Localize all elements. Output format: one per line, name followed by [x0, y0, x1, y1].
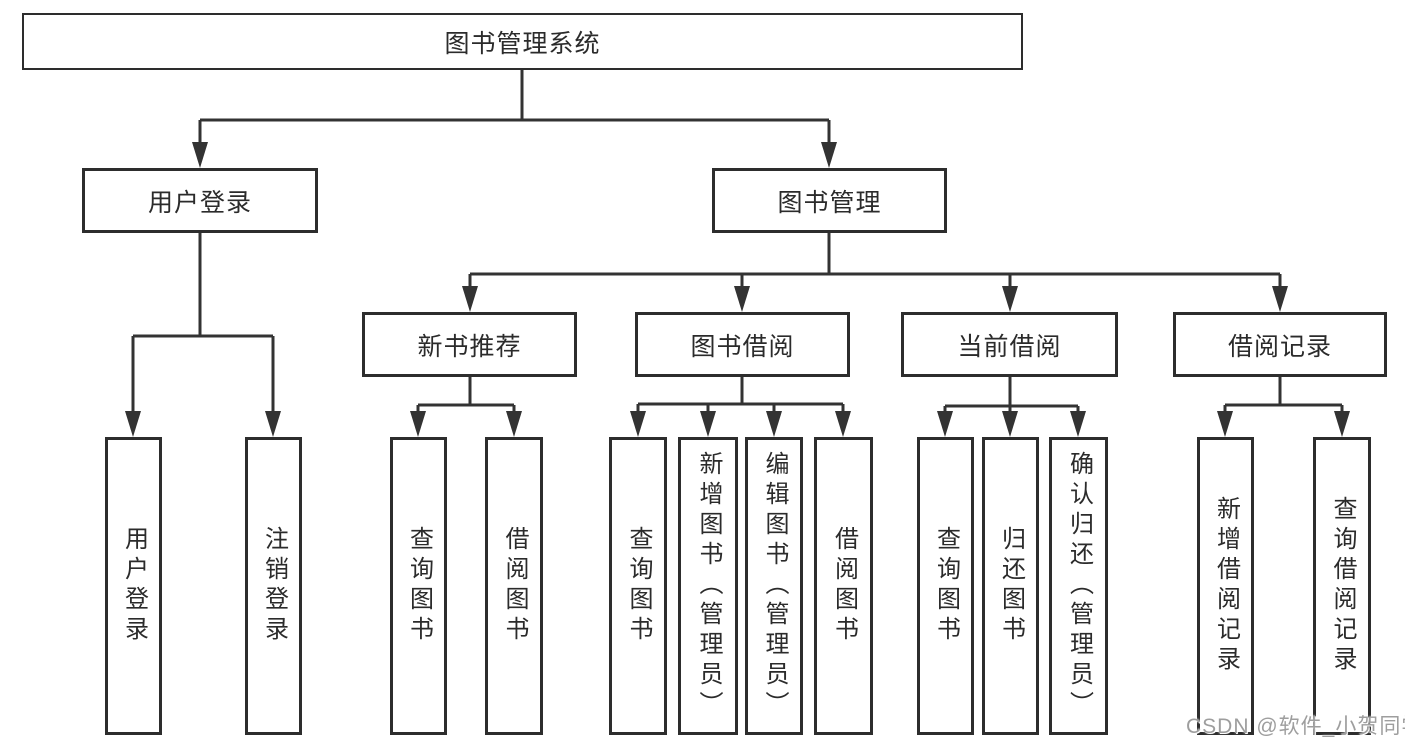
leaf-query-book-current: 查询图书 [917, 437, 974, 735]
node-root: 图书管理系统 [22, 13, 1023, 70]
leaf-return-book: 归还图书 [982, 437, 1039, 735]
leaf-logout-login: 注销登录 [245, 437, 302, 735]
leaf-confirm-return-admin: 确认归还（管理员） [1049, 437, 1108, 735]
leaf-borrow-book-rec: 借阅图书 [485, 437, 543, 735]
leaf-add-book-admin: 新增图书（管理员） [678, 437, 738, 735]
leaf-user-login: 用户登录 [105, 437, 162, 735]
leaf-query-borrow-record: 查询借阅记录 [1313, 437, 1371, 735]
connector-book-borrow-children [630, 377, 851, 437]
node-book-borrow: 图书借阅 [635, 312, 850, 377]
leaf-borrow-book: 借阅图书 [814, 437, 873, 735]
leaf-add-borrow-record: 新增借阅记录 [1197, 437, 1254, 735]
connector-borrow-record-children [1217, 377, 1350, 437]
connector-current-borrow-children [937, 377, 1086, 437]
connector-root-to-level2 [192, 70, 837, 168]
node-book-mgmt: 图书管理 [712, 168, 947, 233]
connector-book-mgmt-children [462, 233, 1288, 312]
csdn-watermark: CSDN @软件_小贺同学 [1186, 715, 1405, 738]
node-current-borrow: 当前借阅 [901, 312, 1118, 377]
node-new-book-rec: 新书推荐 [362, 312, 577, 377]
connector-user-login-children [125, 233, 281, 437]
leaf-query-book-rec: 查询图书 [390, 437, 447, 735]
connector-new-book-rec-children [410, 377, 522, 437]
node-borrow-record: 借阅记录 [1173, 312, 1387, 377]
leaf-edit-book-admin: 编辑图书（管理员） [745, 437, 803, 735]
node-user-login: 用户登录 [82, 168, 318, 233]
leaf-query-book-borrow: 查询图书 [609, 437, 667, 735]
